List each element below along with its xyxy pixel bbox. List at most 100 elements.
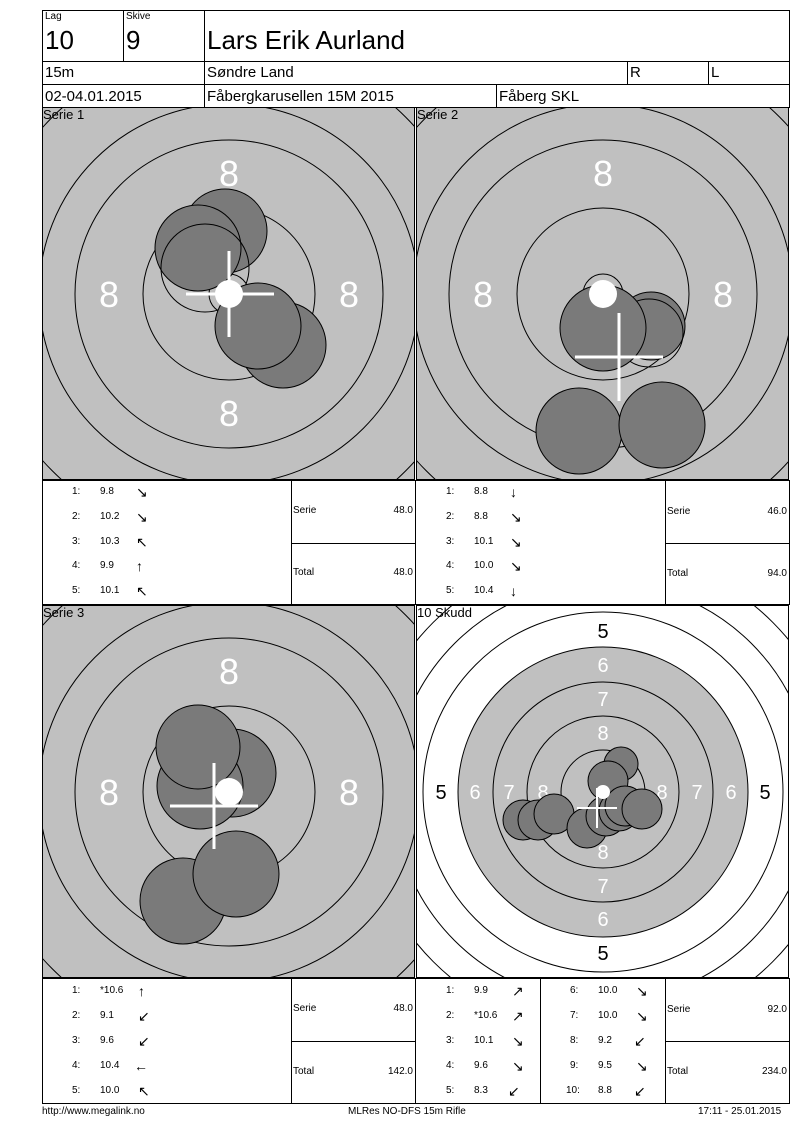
l-label: L: [711, 64, 720, 81]
shot-score: 9.9: [474, 985, 488, 996]
footer-software: MLRes NO-DFS 15m Rifle: [348, 1106, 466, 1117]
ring-label: 5: [759, 782, 770, 804]
direction-arrow-icon: ↙: [138, 1008, 150, 1024]
direction-arrow-icon: ↘: [510, 509, 522, 525]
shot-number: 2:: [446, 511, 455, 522]
shot-score: 10.0: [598, 1010, 618, 1021]
direction-arrow-icon: ↗: [512, 983, 524, 999]
ring-label: 8: [219, 153, 239, 194]
total-label: Total: [293, 1066, 315, 1077]
serie-label: Serie: [667, 506, 691, 517]
list-item: 1:*10.6↑: [72, 984, 182, 998]
list-item: 4:9.9↑: [72, 559, 182, 573]
direction-arrow-icon: ↘: [136, 484, 148, 500]
ring-label: 6: [469, 782, 480, 804]
direction-arrow-icon: ↑: [136, 558, 143, 574]
club-region: Søndre Land: [207, 64, 294, 81]
shot-score: 10.0: [100, 1085, 120, 1096]
ring-label: 5: [597, 943, 608, 965]
shot-score: 10.0: [474, 560, 494, 571]
total-value: 94.0: [767, 568, 787, 579]
list-item: 1:8.8↓: [446, 485, 556, 499]
direction-arrow-icon: ↘: [510, 534, 522, 550]
list-item: 3: 10.1 ↘: [446, 535, 556, 549]
shot-score: 10.0: [598, 985, 618, 996]
direction-arrow-icon: ←: [134, 1058, 148, 1074]
ring-label: 6: [725, 782, 736, 804]
serie-value: 92.0: [767, 1004, 787, 1015]
ring-label: 7: [503, 782, 514, 804]
direction-arrow-icon: ↓: [510, 583, 517, 599]
target-title: Serie 2: [417, 107, 459, 122]
list-item: 1:9.8↘: [72, 485, 182, 499]
shot-number: 1:: [72, 985, 81, 996]
list-item: 2:*10.6↗: [446, 1009, 536, 1023]
list-item: 1:9.9↗: [446, 984, 536, 998]
list-item: 2:9.1↙: [72, 1009, 182, 1023]
list-item: 5:8.3↙: [446, 1084, 536, 1098]
direction-arrow-icon: ↙: [634, 1083, 646, 1099]
ring-label: 7: [597, 689, 608, 711]
skive-value: 9: [126, 25, 141, 55]
shot-score: 8.8: [598, 1085, 612, 1096]
list-item: 7: 10.0 ↘: [570, 1009, 660, 1023]
list-item: 4:9.6↘: [446, 1059, 536, 1073]
list-item: 8:9.2↙: [570, 1034, 660, 1048]
ring-label: 6: [597, 655, 608, 677]
target-serie-3: Serie 3 8 8 8: [42, 605, 415, 978]
shot-number: 3:: [72, 1035, 81, 1046]
total-label: Total: [667, 1066, 689, 1077]
shot-score: 8.8: [474, 486, 488, 497]
shot-score: 9.6: [474, 1060, 488, 1071]
shot-number: 7:: [570, 1010, 579, 1021]
shot-number: 3:: [446, 536, 455, 547]
list-item: 10:8.8↙: [566, 1084, 660, 1098]
lag-label: Lag: [45, 11, 62, 22]
list-item: 5:10.0↖: [72, 1084, 182, 1098]
target-10-skudd: 10 Skudd 5 5 5 5 6 6 6 6 7 7 7 7 8 8 8 8: [416, 605, 789, 978]
ring-label: 8: [656, 782, 667, 804]
list-item: 4:10.0↘: [446, 559, 556, 573]
list-item: 9:9.5↘: [570, 1059, 660, 1073]
shooter-name: Lars Erik Aurland: [207, 25, 405, 55]
direction-arrow-icon: ↘: [636, 1058, 648, 1074]
shot-score: 9.1: [100, 1010, 114, 1021]
total-value: 48.0: [393, 567, 413, 578]
shot-number: 4:: [72, 560, 81, 571]
ring-label: 8: [713, 274, 733, 315]
shot-score: 9.2: [598, 1035, 612, 1046]
shot-number: 2:: [72, 511, 81, 522]
target-serie-2-graphic: 8 8 8: [417, 108, 788, 479]
event-name: Fåbergkarusellen 15M 2015: [207, 88, 394, 105]
shot-number: 1:: [72, 486, 81, 497]
shot-number: 5:: [446, 585, 455, 596]
shot-number: 3:: [72, 536, 81, 547]
shot-number: 3:: [446, 1035, 455, 1046]
serie-label: Serie: [667, 1004, 691, 1015]
ring-label: 8: [99, 772, 119, 813]
serie-value: 48.0: [393, 505, 413, 516]
target-title: Serie 3: [43, 605, 85, 620]
serie-value: 48.0: [393, 1003, 413, 1014]
list-item: 3:9.6↙: [72, 1034, 182, 1048]
footer-timestamp: 17:11 - 25.01.2015: [698, 1106, 782, 1117]
shot-score: 8.8: [474, 511, 488, 522]
shot-score: 10.1: [474, 536, 494, 547]
direction-arrow-icon: ↘: [636, 1008, 648, 1024]
ring-label: 6: [597, 909, 608, 931]
lag-value: 10: [45, 25, 74, 55]
ring-label: 8: [219, 651, 239, 692]
ring-label: 8: [339, 274, 359, 315]
serie-label: Serie: [293, 505, 317, 516]
distance: 15m: [45, 64, 75, 81]
shot-score: *10.6: [474, 1010, 498, 1021]
shot-score: 10.4: [474, 585, 494, 596]
ring-label: 7: [597, 876, 608, 898]
footer-url[interactable]: http://www.megalink.no: [42, 1106, 145, 1117]
total-value: 142.0: [387, 1066, 413, 1077]
club-name: Fåberg SKL: [499, 88, 580, 105]
target-title: 10 Skudd: [417, 605, 472, 620]
direction-arrow-icon: ↖: [138, 1083, 150, 1099]
direction-arrow-icon: ↘: [136, 509, 148, 525]
date: 02-04.01.2015: [45, 88, 142, 105]
